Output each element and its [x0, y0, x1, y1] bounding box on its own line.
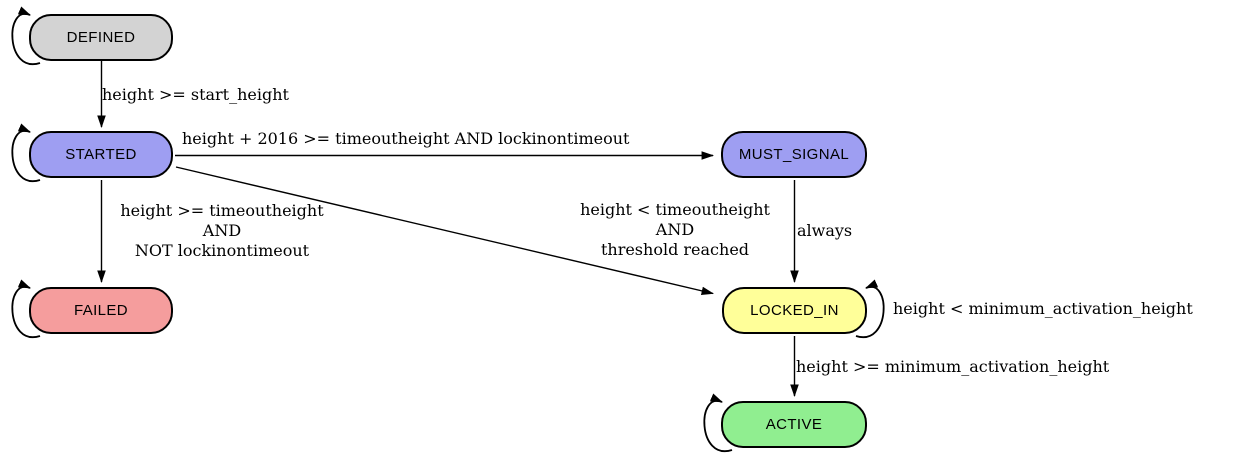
state-label-active: ACTIVE	[765, 416, 823, 433]
edge-label-locked-in-active: height >= minimum_activation_height	[796, 357, 1110, 376]
state-label-locked-in: LOCKED_IN	[750, 302, 839, 319]
state-label-started: STARTED	[65, 146, 137, 163]
state-node-defined: DEFINED	[29, 14, 173, 61]
state-node-locked-in: LOCKED_IN	[722, 287, 867, 334]
state-node-failed: FAILED	[29, 287, 173, 334]
edge-label-line: height >= timeoutheight	[120, 201, 324, 220]
edge-label-line: threshold reached	[600, 240, 750, 259]
state-node-must-signal: MUST_SIGNAL	[721, 131, 867, 178]
state-label-failed: FAILED	[73, 302, 129, 319]
edge-label-line: height < timeoutheight	[580, 200, 770, 219]
state-node-started: STARTED	[29, 131, 173, 178]
edge-label-must-signal-locked-in: always	[797, 221, 853, 240]
edge-label-line: AND	[202, 221, 242, 240]
edge-label-line: AND	[655, 220, 695, 239]
state-label-must-signal: MUST_SIGNAL	[738, 146, 850, 163]
state-node-active: ACTIVE	[721, 401, 867, 448]
edge-label-locked-in-self-loop: height < minimum_activation_height	[893, 299, 1193, 318]
edge-label-line: NOT lockinontimeout	[134, 241, 310, 260]
state-label-defined: DEFINED	[66, 29, 136, 46]
edge-label-started-must-signal: height + 2016 >= timeoutheight AND locki…	[182, 129, 630, 148]
edge-label-defined-started: height >= start_height	[102, 85, 289, 104]
